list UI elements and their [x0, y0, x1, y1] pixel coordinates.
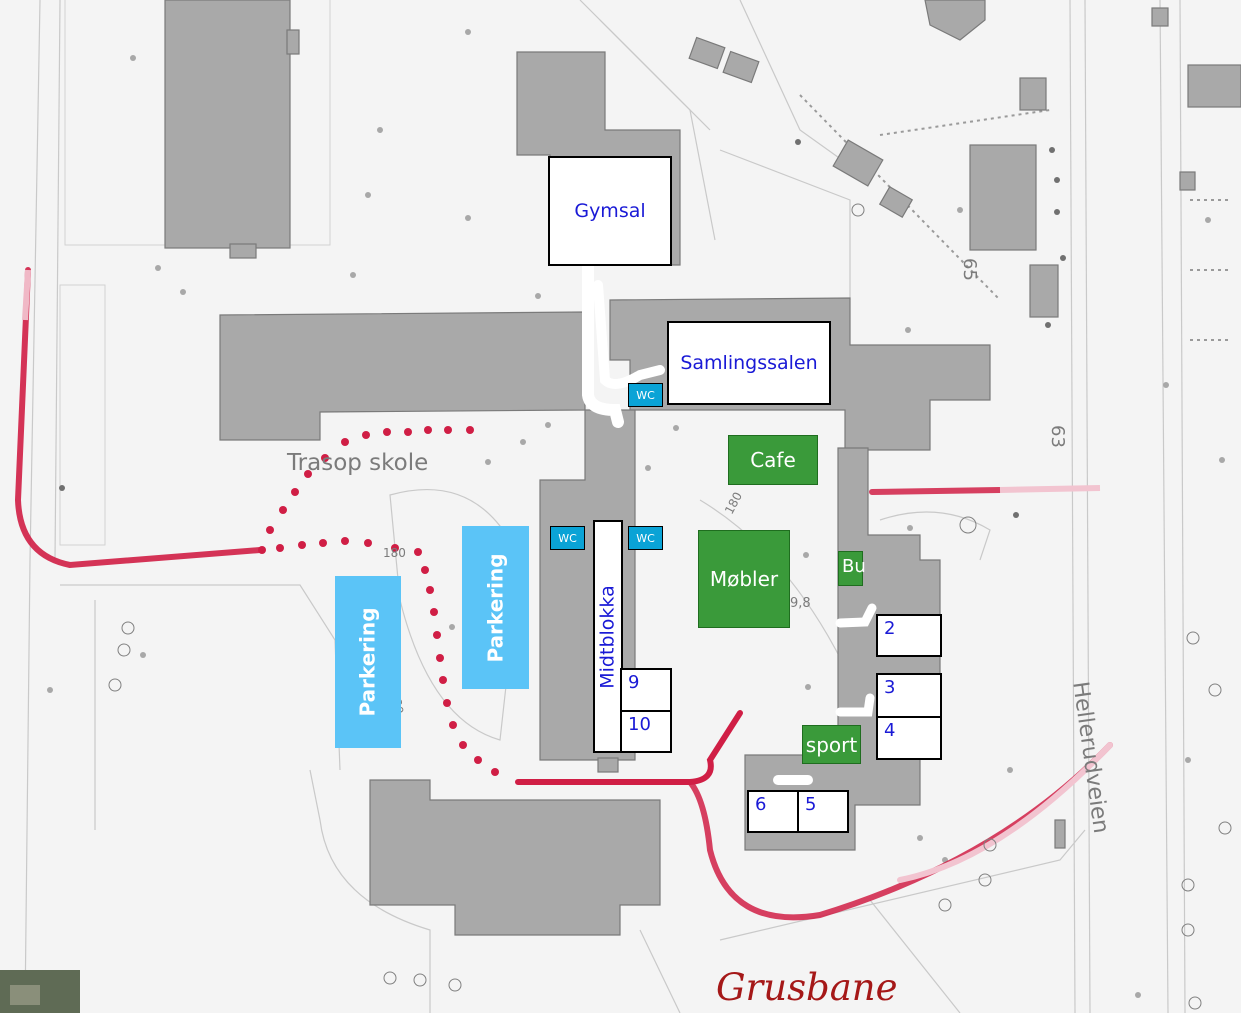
south-track-2 [869, 899, 961, 1013]
building-north-west [164, 0, 291, 249]
south-track [639, 929, 681, 1013]
route-dotted [258, 426, 499, 776]
stairs-path [309, 769, 431, 1013]
parking-area-east[interactable]: Parkering [462, 526, 529, 689]
fence [879, 109, 1051, 136]
gymsal-building[interactable]: Gymsal [548, 156, 672, 266]
street-edge-west-2 [1084, 0, 1091, 1013]
shed [688, 36, 726, 70]
connector-samling [593, 280, 665, 389]
route-west [14, 267, 263, 569]
elevation-label: 180 [383, 546, 406, 560]
field-outline [59, 284, 106, 546]
survey-dots [47, 29, 1225, 998]
room-10[interactable]: 10 [620, 710, 672, 753]
wc-marker[interactable]: WC [628, 383, 663, 407]
midtblokka-building[interactable]: Midtblokka [593, 520, 623, 753]
fence [799, 94, 1001, 301]
building-annex [229, 243, 257, 259]
room-9[interactable]: 9 [620, 668, 672, 712]
parking-label: Parkering [356, 607, 380, 717]
west-road-edge [24, 0, 41, 1013]
building-annex [286, 29, 300, 55]
house-63 [1029, 264, 1059, 318]
room-3[interactable]: 3 [876, 673, 942, 718]
room-6[interactable]: 6 [747, 790, 799, 833]
shed [832, 139, 884, 187]
route-east [869, 487, 1003, 495]
route-south-east-fade [897, 742, 1113, 883]
room-5[interactable]: 5 [797, 790, 849, 833]
north-path-2 [579, 0, 711, 131]
street-edge-east [1159, 0, 1169, 1013]
connector-room2 [835, 603, 877, 628]
shed [722, 50, 760, 84]
west-road-edge-2 [54, 0, 61, 561]
room-4[interactable]: 4 [876, 716, 942, 760]
shed-east-2 [1151, 7, 1169, 27]
shed [878, 186, 914, 218]
contour [389, 488, 521, 741]
samlingssalen-building[interactable]: Samlingssalen [667, 321, 831, 405]
tree-symbols [108, 203, 1232, 1010]
mobler-zone[interactable]: Møbler [698, 530, 790, 628]
connector-room3 [835, 693, 875, 717]
street-edge-west [1069, 0, 1076, 1013]
house-east [1187, 64, 1241, 108]
south-building [369, 779, 661, 936]
house-north-east [924, 0, 986, 41]
cafe-zone[interactable]: Cafe [728, 435, 818, 485]
parking-label: Parkering [483, 552, 508, 663]
house-number-label: 63 [1047, 425, 1068, 448]
midtblokka-label: Midtblokka [597, 584, 619, 689]
field-name-label: Grusbane [716, 966, 898, 1009]
bu-zone[interactable]: Bu [838, 551, 866, 586]
parking-road [60, 584, 341, 771]
house-65 [969, 144, 1037, 251]
small-curve [879, 511, 991, 561]
school-name-label: Trasop skole [287, 450, 429, 476]
connector-gym [582, 259, 624, 428]
route-east-fade [999, 485, 1101, 493]
street-edge-east-2 [1179, 0, 1186, 1013]
main-building [219, 311, 586, 441]
house-number-label: 65 [959, 258, 980, 281]
curve-path [719, 149, 851, 300]
garage [1019, 77, 1047, 111]
sport-zone[interactable]: sport [802, 725, 861, 764]
room-2[interactable]: 2 [876, 614, 942, 657]
route-west-fade [22, 269, 31, 321]
wc-marker[interactable]: WC [628, 526, 663, 550]
wc-marker[interactable]: WC [550, 526, 585, 550]
shed-east [1179, 171, 1196, 191]
parking-area-west[interactable]: Parkering [335, 576, 401, 748]
small-marker [1054, 819, 1066, 849]
elevation-label: 9,8 [790, 596, 811, 611]
middle-block-annex [597, 757, 619, 773]
